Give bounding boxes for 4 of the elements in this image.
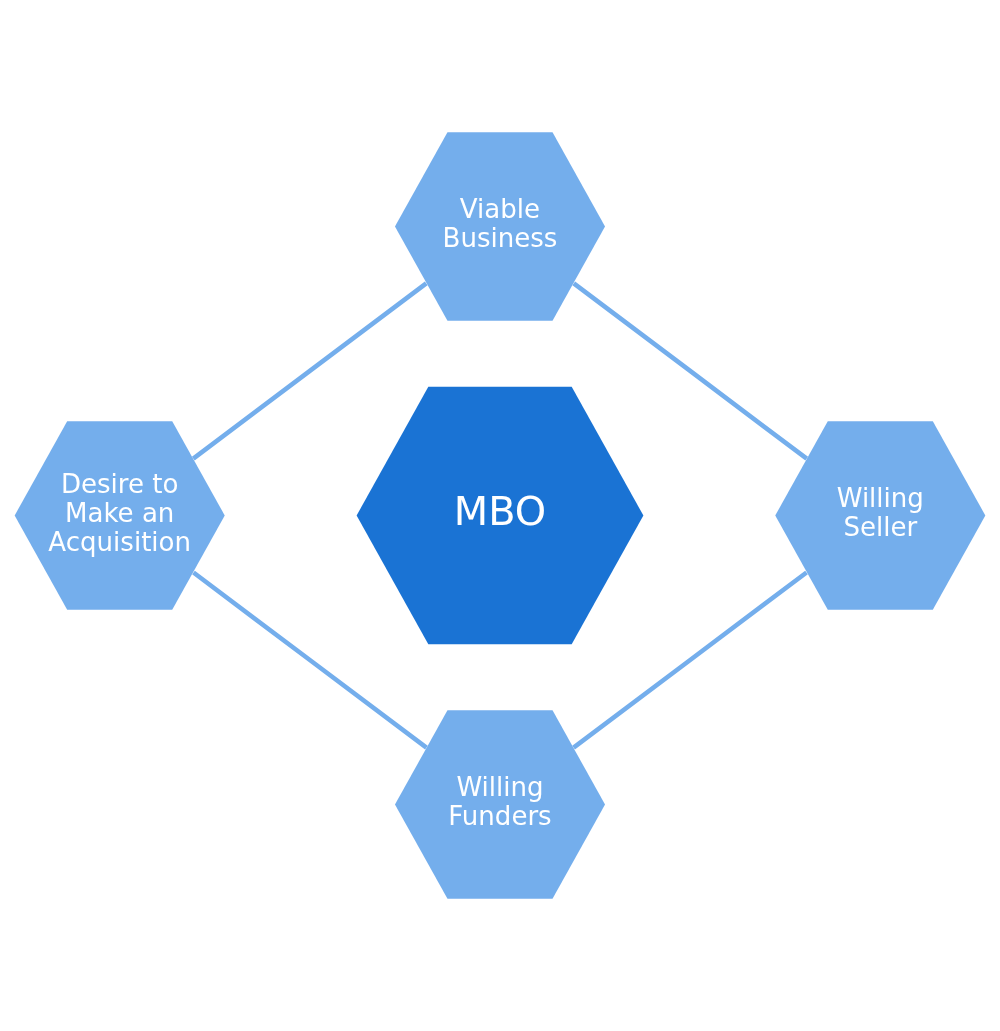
connector <box>192 570 428 750</box>
connector <box>572 570 808 750</box>
connector <box>572 281 809 461</box>
connector <box>191 281 428 461</box>
